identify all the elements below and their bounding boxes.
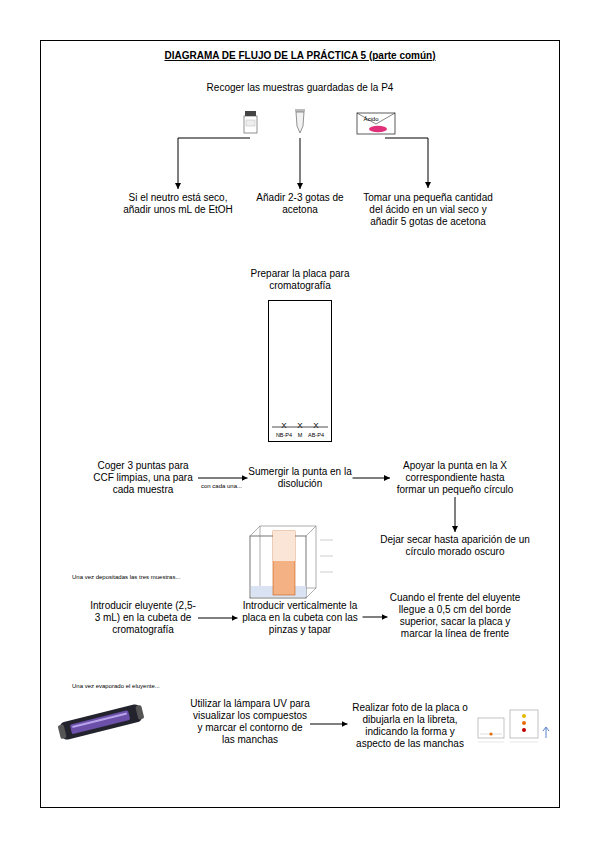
annotation-label: X (297, 422, 302, 430)
process-step: Introducir verticalmente la placa en la … (238, 598, 363, 638)
chromatography-chamber (250, 526, 333, 598)
flow-arrow (300, 138, 301, 189)
annotation-label: Una vez depositadas las tres muestras... (72, 574, 180, 580)
lamp-glow (72, 713, 127, 728)
process-step: Apoyar la punta en la X correspondiente … (390, 459, 520, 497)
plate-after (510, 710, 538, 738)
flow-arrow (455, 497, 456, 532)
process-step: Cuando el frente del eluyente llegue a 0… (388, 590, 523, 642)
annotation-label: AB-P4 (308, 433, 324, 439)
process-step: Recoger las muestras guardadas de la P4 (200, 82, 400, 138)
step-text: Realizar foto de la placa o dibujarla en… (348, 702, 473, 750)
flow-arrow (178, 138, 250, 189)
edge-label: con cada una... (201, 483, 242, 489)
process-step: Introducir eluyente (2,5-3 mL) en la cub… (88, 598, 198, 638)
plate-outline (269, 301, 332, 442)
lamp-cap (58, 724, 67, 739)
plate-before (478, 718, 504, 738)
process-step: Tomar una pequeña cantidad del ácido en … (358, 188, 498, 232)
process-step: Dejar secar hasta aparición de un círcul… (380, 532, 530, 560)
process-step: Si el neutro está seco, añadir unos mL d… (114, 189, 242, 219)
vial-icon (244, 111, 257, 133)
step-text: Preparar la placa para cromatografía (240, 268, 360, 292)
step-text: Recoger las muestras guardadas de la P4 (207, 82, 394, 94)
baseline (272, 427, 328, 428)
step-text: Dejar secar hasta aparición de un círcul… (380, 534, 530, 558)
spot (522, 728, 526, 732)
lamp-body (59, 703, 143, 740)
envelope-icon (357, 113, 395, 134)
process-step: Añadir 2-3 gotas de acetona (250, 189, 350, 219)
result-plates (478, 710, 549, 742)
flow-arrow (385, 138, 428, 188)
annotation-label: M (298, 433, 303, 439)
annotation-label: X (313, 422, 318, 430)
vial-cap (245, 111, 256, 116)
annotation-label: Ácido (363, 116, 378, 122)
spot (522, 721, 526, 725)
step-text: Introducir verticalmente la placa en la … (238, 600, 363, 636)
step-text: Apoyar la punta en la X correspondiente … (390, 460, 520, 496)
process-step: Realizar foto de la placa o dibujarla en… (348, 706, 473, 746)
flow-arrow (198, 618, 238, 619)
caption-line (478, 742, 504, 743)
uv-lamp (57, 703, 145, 741)
envelope-flap (357, 113, 395, 124)
step-text: Si el neutro está seco, añadir unos mL d… (114, 192, 242, 216)
callout-line (320, 556, 333, 557)
step-text: Cuando el frente del eluyente llegue a 0… (388, 592, 523, 640)
flow-arrow (310, 724, 348, 725)
plate-in-chamber (273, 531, 295, 595)
spot (489, 732, 492, 735)
caption-line (510, 742, 538, 743)
callout-line (320, 540, 333, 541)
step-text: Introducir eluyente (2,5-3 mL) en la cub… (88, 600, 198, 636)
step-text: Tomar una pequeña cantidad del ácido en … (358, 192, 498, 228)
plate-dry-part (273, 531, 295, 561)
page-frame (41, 41, 560, 808)
spot (522, 714, 526, 718)
tube-cap (295, 109, 305, 112)
lamp-window (70, 710, 131, 734)
process-step: Coger 3 puntas para CCF limpias, una par… (88, 459, 198, 497)
callout-line (320, 572, 333, 573)
step-text: Añadir 2-3 gotas de acetona (250, 192, 350, 216)
tlc-plate (269, 301, 332, 442)
process-step: Sumergir la punta en la disolución (248, 464, 353, 492)
step-text: Sumergir la punta en la disolución (248, 466, 353, 490)
acid-sample (369, 126, 387, 132)
envelope-body (357, 113, 395, 134)
annotation-label: Una vez evaporado el eluyente... (72, 683, 160, 689)
step-text: Utilizar la lámpara UV para visualizar l… (190, 698, 310, 746)
tube-icon (295, 109, 305, 133)
front-arrow (543, 727, 549, 738)
flow-arrow (363, 617, 388, 618)
process-step: Preparar la placa para cromatografía (240, 266, 360, 294)
vial-label (246, 120, 255, 126)
step-text: Coger 3 puntas para CCF limpias, una par… (88, 460, 198, 496)
lamp-cap (135, 705, 144, 720)
tube-body (296, 112, 304, 133)
annotation-label: NB-P4 (276, 433, 292, 439)
annotation-label: X (281, 422, 286, 430)
flow-arrow (198, 478, 248, 479)
vial-body (244, 116, 257, 133)
diagram-title: DIAGRAMA DE FLUJO DE LA PRÁCTICA 5 (part… (40, 50, 560, 61)
chamber-edges (250, 526, 316, 598)
flow-arrow (353, 478, 391, 479)
process-step: Utilizar la lámpara UV para visualizar l… (190, 696, 310, 748)
